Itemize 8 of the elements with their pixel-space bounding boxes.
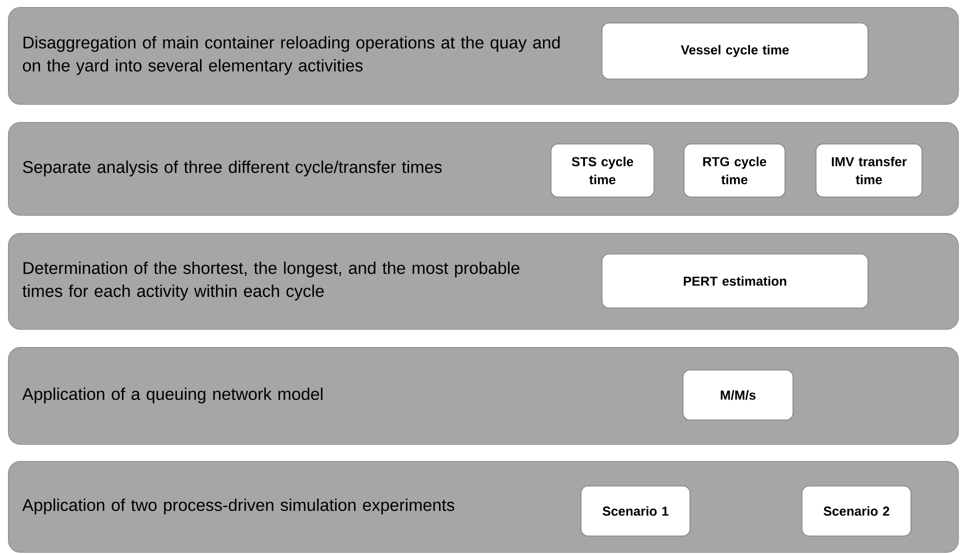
- result-box: Scenario 2: [802, 486, 912, 536]
- result-box: RTG cycle time: [684, 144, 786, 198]
- result-box: Scenario 1: [580, 486, 690, 536]
- result-box: PERT estimation: [602, 254, 868, 308]
- result-box: M/M/s: [682, 370, 794, 420]
- result-box: Vessel cycle time: [602, 22, 868, 80]
- result-box: STS cycle time: [550, 144, 654, 198]
- result-box: IMV transfer time: [816, 144, 922, 198]
